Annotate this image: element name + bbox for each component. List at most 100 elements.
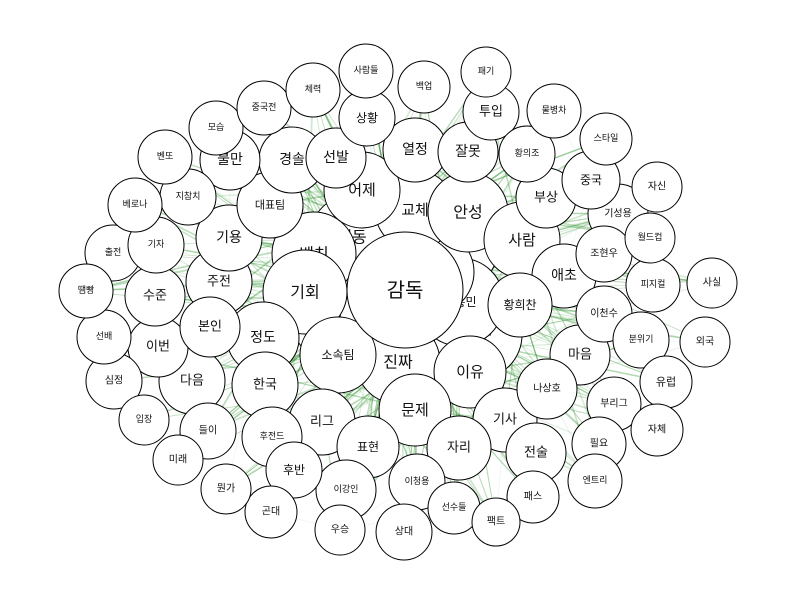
keyword-node-label: 스타일 — [594, 133, 619, 144]
keyword-node-circle — [526, 83, 582, 139]
keyword-node-label: 선발 — [323, 150, 349, 166]
keyword-node-label: 기성용 — [604, 208, 632, 220]
keyword-node-circle — [58, 263, 114, 319]
keyword-node-label: 부리그 — [600, 398, 628, 410]
keyword-node: 전술 — [505, 422, 567, 484]
keyword-node: 이유 — [433, 335, 507, 409]
keyword-node-label: 사람 — [508, 231, 536, 249]
keyword-node-label: 경솔 — [279, 152, 305, 168]
keyword-node-label: 패스 — [524, 491, 542, 503]
keyword-node: 엔트리 — [567, 453, 623, 509]
keyword-node-circle — [686, 257, 738, 309]
keyword-node-label: 중국전 — [252, 102, 277, 113]
keyword-node: 사람들 — [338, 43, 394, 99]
keyword-node-label: 자신 — [648, 181, 666, 193]
keyword-node-label: 백업 — [416, 81, 433, 92]
keyword-node-label: 사실 — [703, 277, 721, 289]
keyword-node-label: 진짜 — [383, 353, 413, 372]
keyword-node: 뭔가 — [200, 463, 252, 515]
keyword-node-label: 지참치 — [176, 190, 201, 202]
keyword-node-circle — [516, 358, 578, 420]
keyword-node-label: 외국 — [696, 336, 714, 348]
keyword-node-circle — [107, 177, 163, 233]
keyword-node-label: 기자 — [148, 239, 165, 250]
keyword-node-label: 다음 — [180, 374, 204, 389]
keyword-node: 사실 — [686, 257, 738, 309]
keyword-node: 자신 — [631, 161, 683, 213]
keyword-node-label: 팩트 — [487, 516, 505, 528]
keyword-node: 물병차 — [526, 83, 582, 139]
keyword-node-circle — [397, 60, 451, 114]
keyword-node-label: 이천수 — [590, 308, 618, 320]
keyword-node-label: 우승 — [331, 524, 349, 536]
keyword-node-circle — [631, 161, 683, 213]
keyword-node-circle — [612, 311, 670, 369]
keyword-node: 패기 — [460, 46, 512, 98]
node-layer: 시도해물병경기이생각실력축구손흥민선수국대구자철진짜행동벤치기회교체안성사람소속… — [58, 43, 738, 561]
keyword-node-circle — [137, 129, 193, 185]
keyword-node: 유럽 — [639, 355, 693, 409]
keyword-node: 부상 — [515, 167, 577, 229]
keyword-node-circle — [265, 441, 323, 499]
keyword-node: 곤대 — [244, 485, 298, 539]
keyword-node-label: 주전 — [207, 275, 231, 290]
keyword-node-label: 선수들 — [442, 502, 467, 513]
keyword-node-label: 대표팀 — [255, 199, 285, 212]
keyword-node-label: 기회 — [290, 283, 319, 302]
keyword-node-circle — [285, 62, 341, 118]
keyword-node: 입장 — [118, 394, 170, 446]
keyword-node: 수준 — [124, 265, 186, 327]
keyword-node: 선발 — [305, 127, 367, 189]
keyword-node-label: 열정 — [402, 142, 428, 158]
keyword-node-label: 벤또 — [157, 151, 174, 162]
keyword-node: 조현우 — [575, 225, 633, 283]
keyword-node-circle — [338, 43, 394, 99]
keyword-node-circle — [426, 415, 492, 481]
keyword-node-circle — [244, 485, 298, 539]
keyword-node-label: 표현 — [357, 440, 379, 454]
keyword-node: 땜빵 — [58, 263, 114, 319]
keyword-node: 소속팀 — [299, 316, 377, 394]
keyword-node-circle — [375, 503, 433, 561]
keyword-node-label: 사람들 — [354, 64, 379, 76]
keyword-node-label: 피지컬 — [641, 279, 666, 290]
keyword-node-circle — [179, 296, 241, 358]
keyword-node-label: 기용 — [216, 230, 242, 246]
keyword-node: 중국전 — [236, 80, 292, 136]
keyword-node-label: 마음 — [568, 348, 592, 363]
keyword-node-label: 교체 — [401, 201, 429, 219]
keyword-node: 나상호 — [516, 358, 578, 420]
keyword-node-circle — [314, 504, 366, 556]
keyword-node: 분위기 — [612, 311, 670, 369]
keyword-node: 벤또 — [137, 129, 193, 185]
keyword-node: 자리 — [426, 415, 492, 481]
keyword-node-label: 조현우 — [590, 248, 618, 260]
keyword-node-circle — [624, 212, 676, 264]
keyword-node: 체력 — [285, 62, 341, 118]
keyword-node-label: 애초 — [551, 268, 577, 284]
keyword-node-circle — [579, 112, 633, 166]
keyword-node-label: 베로나 — [123, 199, 148, 210]
keyword-node-label: 투입 — [479, 105, 503, 120]
keyword-node: 미래 — [152, 434, 204, 486]
keyword-node: 상대 — [375, 503, 433, 561]
keyword-node-circle — [567, 453, 623, 509]
keyword-node-label: 황의조 — [515, 148, 540, 159]
keyword-node-circle — [679, 316, 731, 368]
keyword-node-circle — [236, 80, 292, 136]
keyword-node-circle — [378, 373, 452, 447]
keyword-node-label: 리그 — [310, 415, 334, 430]
keyword-node-circle — [471, 497, 521, 547]
keyword-node-circle — [460, 46, 512, 98]
keyword-node-label: 곤대 — [262, 506, 280, 518]
keyword-node-label: 물병차 — [542, 104, 568, 116]
keyword-node-label: 상대 — [395, 526, 413, 538]
keyword-node: 한국 — [231, 351, 299, 419]
keyword-node-label: 불만 — [217, 152, 243, 168]
keyword-node-circle — [200, 463, 252, 515]
keyword-node-label: 정도 — [250, 330, 276, 346]
keyword-node: 월드컵 — [624, 212, 676, 264]
keyword-node: 심정 — [85, 352, 143, 410]
keyword-node: 우승 — [314, 504, 366, 556]
